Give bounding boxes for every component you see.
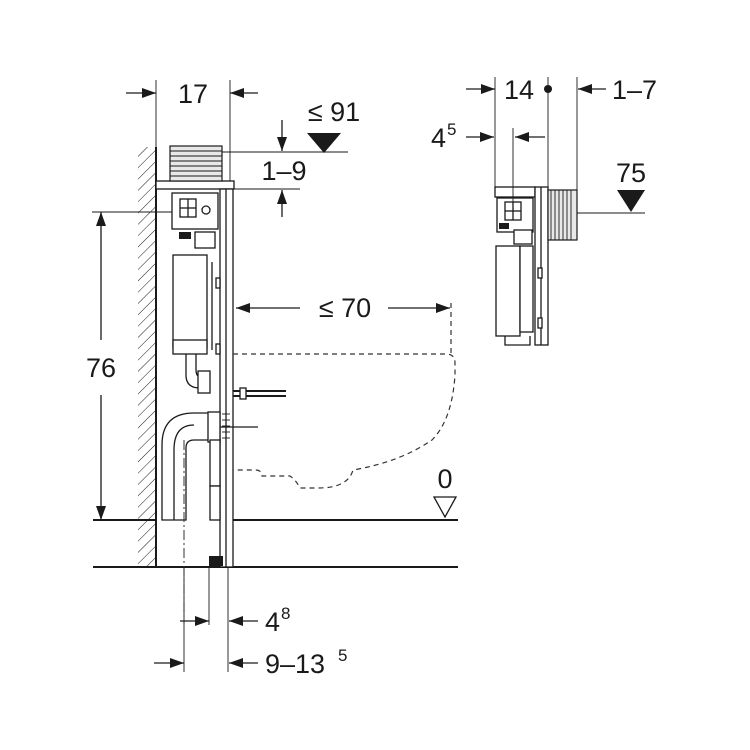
side-view-frame bbox=[494, 186, 645, 346]
dim-9-13-sup: 5 bbox=[338, 646, 347, 665]
dim-4-8: 4 8 bbox=[180, 604, 290, 637]
dim-4-5: 4 5 bbox=[431, 120, 545, 202]
dim-1-9: 1–9 bbox=[234, 156, 307, 217]
dim-max-91: ≤ 91 bbox=[222, 97, 360, 153]
dim-4-8-label: 4 bbox=[265, 607, 280, 637]
installation-frame bbox=[155, 145, 286, 568]
wall-section bbox=[138, 147, 157, 567]
dim-1-9-label: 1–9 bbox=[261, 156, 306, 186]
dim-1-7: 1–7 bbox=[576, 75, 657, 190]
floor-lines bbox=[93, 519, 458, 568]
dim-9-13-5: 9–13 5 bbox=[154, 646, 347, 679]
floor-level-marker: 0 bbox=[432, 464, 458, 519]
dim-4-5-sup: 5 bbox=[447, 120, 456, 139]
dim-9-13-label: 9–13 bbox=[265, 649, 325, 679]
dim-4-5-label: 4 bbox=[431, 123, 446, 153]
dim-75-label: 75 bbox=[616, 158, 646, 188]
dim-14: 14 bbox=[466, 75, 552, 187]
dim-max-70: ≤ 70 bbox=[236, 293, 450, 323]
dim-17-label: 17 bbox=[178, 79, 208, 109]
floor-level-label: 0 bbox=[437, 464, 452, 494]
dim-17: 17 bbox=[126, 79, 258, 181]
dim-14-label: 14 bbox=[504, 75, 534, 105]
wc-bowl-outline bbox=[233, 303, 456, 489]
dim-75: 75 bbox=[616, 158, 646, 212]
dim-1-7-label: 1–7 bbox=[612, 75, 657, 105]
dim-4-8-sup: 8 bbox=[281, 604, 290, 623]
dim-max-91-label: ≤ 91 bbox=[308, 97, 360, 127]
dim-max-70-label: ≤ 70 bbox=[319, 293, 371, 323]
dim-76: 76 bbox=[86, 211, 172, 520]
dim-76-label: 76 bbox=[86, 353, 116, 383]
